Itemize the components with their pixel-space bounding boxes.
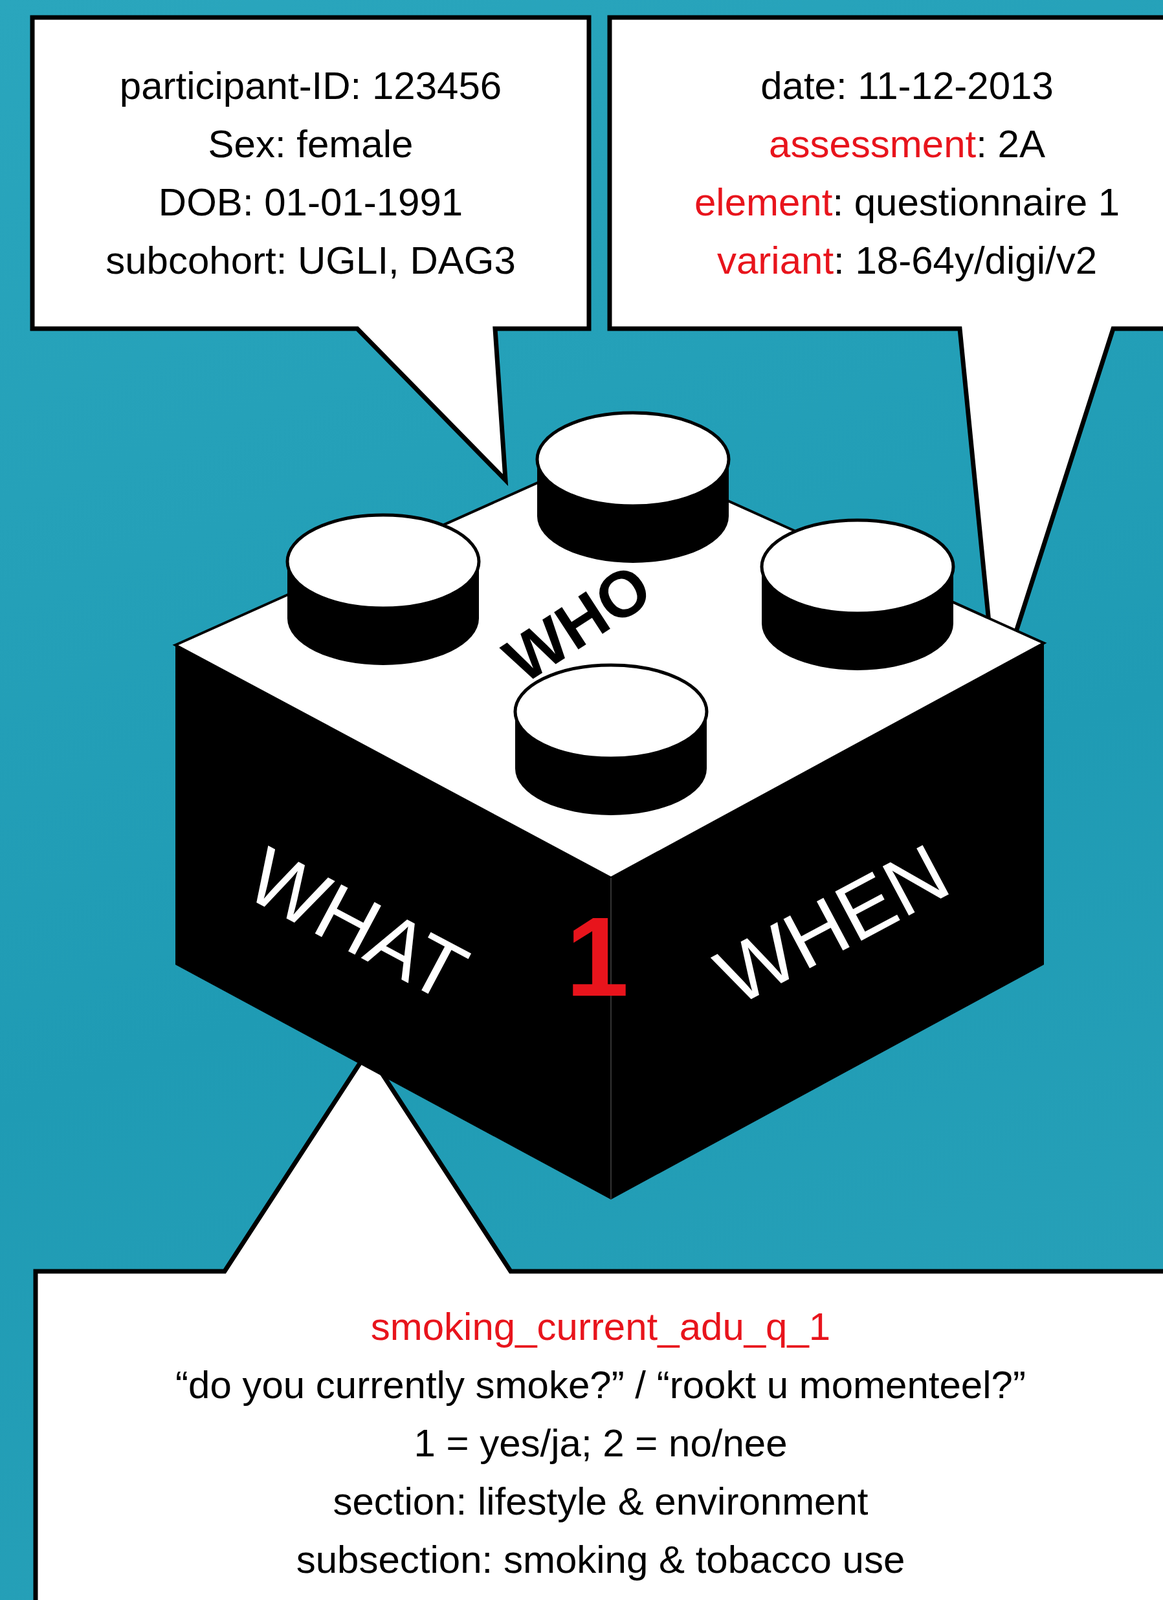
callout-box: participant-ID: 123456Sex: femaleDOB: 01…: [34, 20, 587, 327]
field-text: smoking_current_adu_q_1: [370, 1298, 831, 1357]
callout-box: smoking_current_adu_q_1“do you currently…: [38, 1274, 1163, 1600]
field-text: “do you currently smoke?” / “rookt u mom…: [175, 1356, 1026, 1415]
stud-top: [287, 515, 479, 609]
callout-box: date: 11-12-2013assessment: 2Aelement: q…: [612, 20, 1163, 327]
field-text: participant-ID: 123456: [119, 56, 502, 116]
field-text: DOB: 01-01-1991: [158, 173, 463, 232]
field-text: element: questionnaire 1: [694, 173, 1120, 232]
callout-bubble: [32, 17, 589, 481]
field-text: Sex: female: [208, 115, 414, 174]
field-text: date: 11-12-2013: [760, 56, 1054, 116]
lego-brick: [175, 449, 1044, 1200]
callout-number: 1: [565, 900, 629, 1014]
field-text: variant: 18-64y/digi/v2: [717, 231, 1097, 290]
field-text: assessment: 2A: [768, 115, 1046, 174]
field-text: section: lifestyle & environment: [332, 1473, 868, 1532]
stud-top: [761, 520, 954, 614]
field-text: subsection: smoking & tobacco use: [296, 1531, 906, 1590]
brick-studs: [287, 412, 954, 816]
field-text: subcohort: UGLI, DAG3: [105, 231, 516, 290]
stud-top: [537, 412, 729, 507]
field-text: 1 = yes/ja; 2 = no/nee: [413, 1414, 787, 1474]
